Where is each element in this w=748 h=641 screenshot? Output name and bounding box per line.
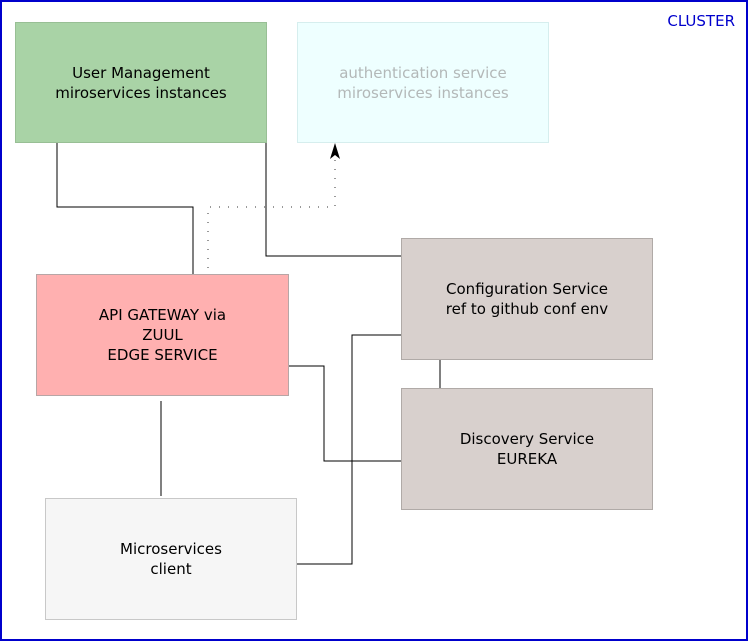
- gateway-line2: ZUUL: [142, 326, 183, 344]
- microservices-client-node: Microservices client: [45, 498, 297, 620]
- discovery-service-node: Discovery Service EUREKA: [401, 388, 653, 510]
- user-management-line2: miroservices instances: [55, 83, 227, 102]
- cluster-label: CLUSTER: [667, 12, 735, 30]
- authentication-line2: miroservices instances: [337, 83, 509, 102]
- gateway-line1: API GATEWAY via: [98, 306, 227, 324]
- api-gateway-node: API GATEWAY via ZUUL EDGE SERVICE: [36, 274, 289, 396]
- link-gateway-discovery: [289, 365, 401, 462]
- configuration-service-node: Configuration Service ref to github conf…: [401, 238, 653, 360]
- link-user-management-gateway: [56, 143, 194, 274]
- arrowhead-authentication: [330, 143, 340, 159]
- discovery-line1: Discovery Service: [459, 430, 595, 448]
- client-line2: client: [150, 560, 192, 578]
- configuration-line2: ref to github conf env: [445, 300, 609, 318]
- link-user-management-config: [265, 143, 401, 257]
- link-client-config: [297, 334, 401, 565]
- user-management-node: User Management miroservices instances: [15, 22, 267, 143]
- discovery-line2: EUREKA: [496, 450, 558, 468]
- link-gateway-authentication: [207, 158, 336, 268]
- authentication-node: authentication service miroservices inst…: [297, 22, 549, 143]
- user-management-line1: User Management: [72, 63, 210, 82]
- client-line1: Microservices: [120, 540, 222, 558]
- authentication-line1: authentication service: [339, 63, 507, 82]
- gateway-line3: EDGE SERVICE: [107, 346, 218, 364]
- configuration-line1: Configuration Service: [446, 280, 608, 298]
